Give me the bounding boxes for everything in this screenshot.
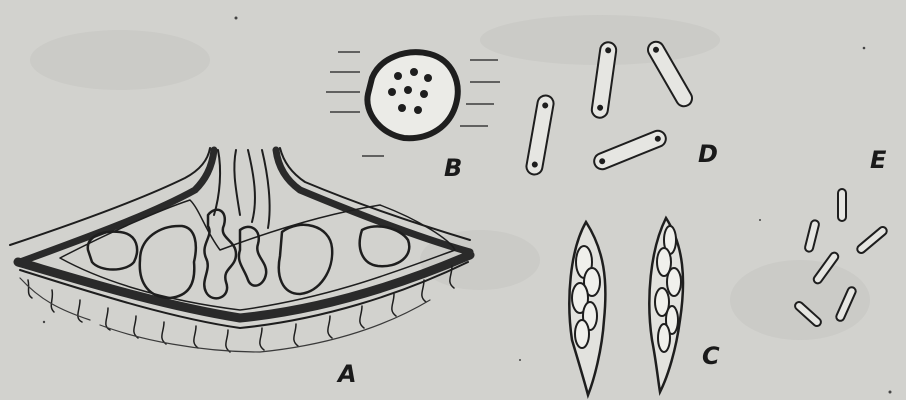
panel-label-d: D bbox=[698, 142, 718, 166]
panel-c-drawing bbox=[569, 218, 683, 395]
panel-label-a: A bbox=[338, 362, 357, 386]
panel-label-e: E bbox=[870, 148, 886, 172]
panel-label-b: B bbox=[444, 156, 462, 180]
panel-b-drawing bbox=[326, 52, 500, 156]
panel-label-c: C bbox=[702, 344, 720, 368]
panel-a-drawing bbox=[10, 148, 470, 352]
